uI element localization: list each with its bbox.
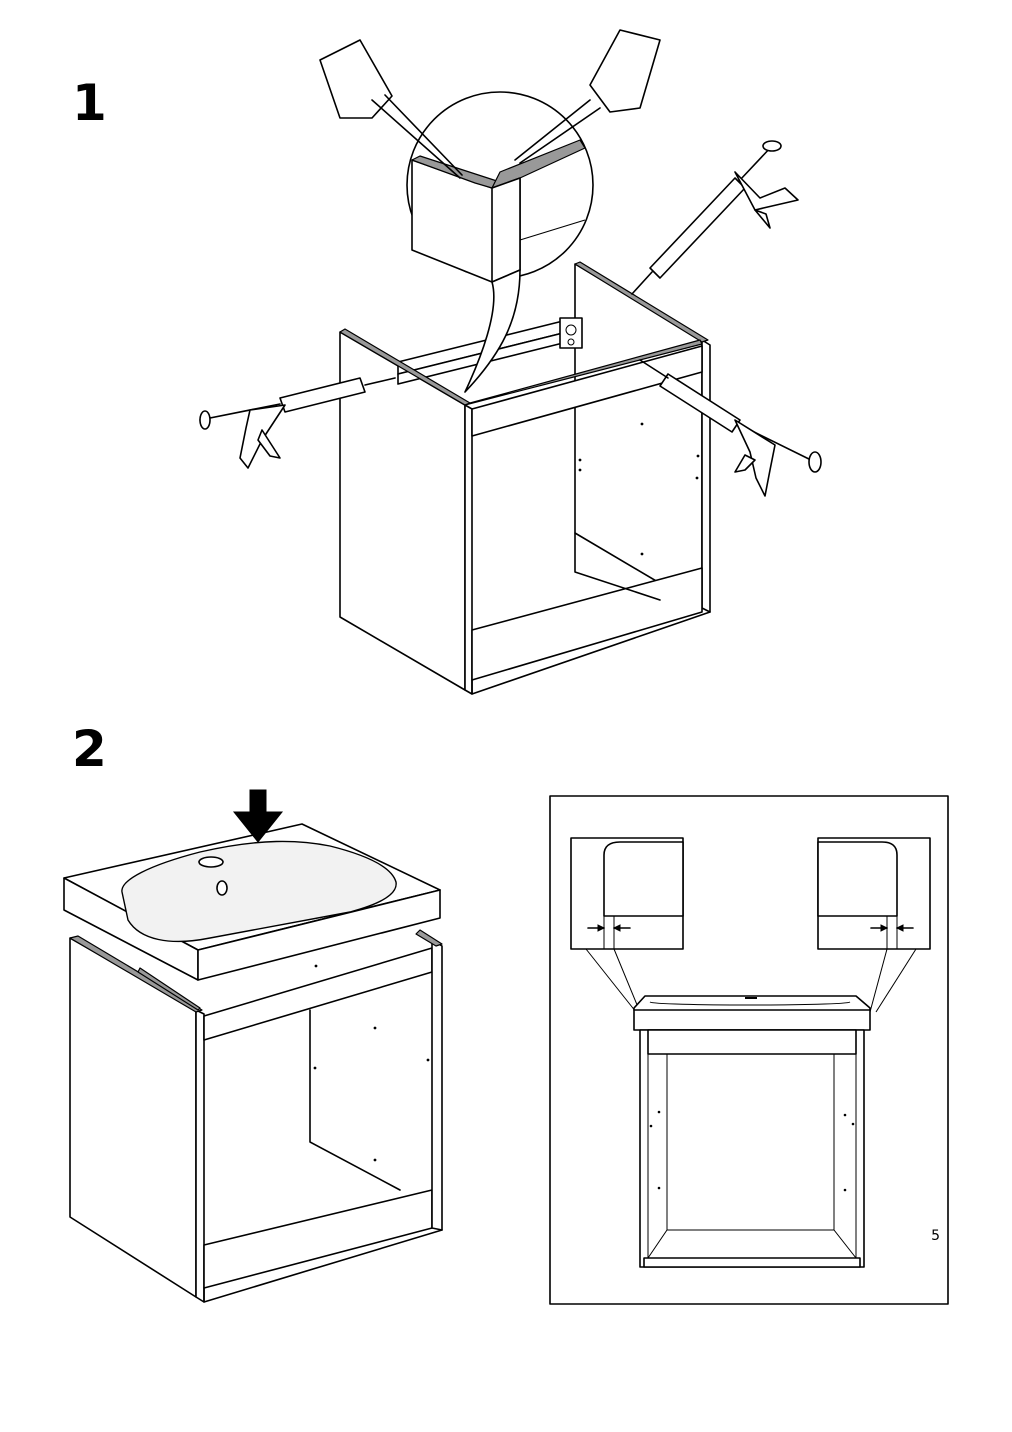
sink-front-view <box>633 995 871 1031</box>
step-1-number: 1 <box>72 74 107 132</box>
cabinet-frame-step1 <box>339 261 711 695</box>
sink-alignment-detail <box>549 795 949 1305</box>
step-1-illustration <box>199 29 822 695</box>
caulk-gun-left <box>199 377 396 469</box>
detail-magnifier <box>319 29 661 393</box>
caulk-gun-right-bottom <box>639 359 822 497</box>
zoom-right-corner <box>817 837 931 950</box>
down-arrow-icon <box>232 789 284 843</box>
page-number: 5 <box>931 1228 940 1244</box>
caulk-gun-right-top <box>631 140 799 295</box>
step-2-illustration <box>63 789 949 1305</box>
step-2-number: 2 <box>72 720 107 778</box>
cabinet-frame-step2 <box>69 929 443 1303</box>
sink-basin <box>63 823 441 981</box>
cabinet-front-view <box>639 1029 865 1268</box>
zoom-left-corner <box>570 837 684 950</box>
mounting-bracket <box>559 317 583 349</box>
